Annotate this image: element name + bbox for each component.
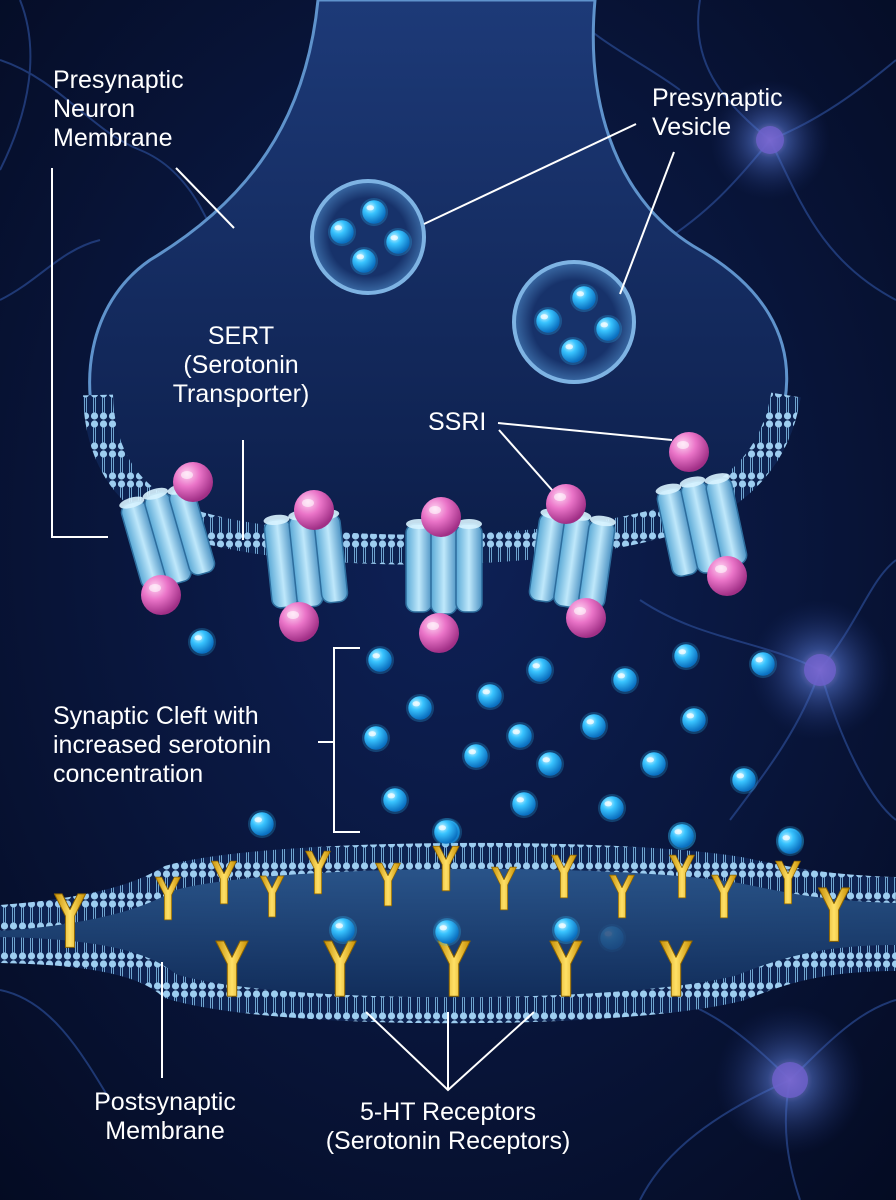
- label-5ht-receptors: 5-HT Receptors (Serotonin Receptors): [325, 1098, 571, 1155]
- bound-serotonin-molecule-icon: [551, 915, 581, 945]
- serotonin-molecule-icon: [361, 723, 391, 753]
- label-sert: SERT (Serotonin Transporter): [172, 322, 310, 408]
- serotonin-molecule-icon: [509, 789, 539, 819]
- vesicle-icon: [310, 179, 426, 295]
- serotonin-molecule-icon: [610, 665, 640, 695]
- vesicle-icon: [512, 260, 636, 384]
- leader-vesicle-2: [619, 151, 675, 295]
- serotonin-molecule-icon: [187, 627, 217, 657]
- leader-receptors: [365, 1011, 535, 1092]
- serotonin-molecule-icon: [247, 809, 277, 839]
- postsynaptic-membrane-bilayer-lower: [0, 937, 896, 1024]
- leader-lines: [51, 123, 675, 1092]
- bound-serotonin-molecule-icon: [667, 821, 697, 851]
- label-ssri: SSRI: [428, 408, 487, 436]
- label-presynaptic-membrane: Presynaptic Neuron Membrane: [53, 66, 184, 152]
- serotonin-molecule-icon: [461, 741, 491, 771]
- serotonin-molecule-icon: [671, 641, 701, 671]
- bound-serotonin-molecule-icon: [775, 827, 805, 857]
- serotonin-molecule-icon: [597, 793, 627, 823]
- leader-cleft: [318, 647, 360, 833]
- bound-serotonin-molecule-icon: [432, 917, 462, 947]
- serotonin-molecule-icon: [579, 711, 609, 741]
- leader-vesicle-1: [423, 123, 637, 225]
- label-postsynaptic-membrane: Postsynaptic Membrane: [94, 1088, 236, 1145]
- leader-ssri-2: [498, 429, 553, 491]
- serotonin-molecule-icon: [405, 693, 435, 723]
- label-synaptic-cleft: Synaptic Cleft with increased serotonin …: [53, 702, 272, 788]
- serotonin-molecule-icon: [525, 655, 555, 685]
- serotonin-molecule-icon: [380, 785, 410, 815]
- serotonin-molecule-icon: [535, 749, 565, 779]
- leader-presynaptic-membrane-top: [175, 167, 235, 229]
- postsynaptic-membrane-bilayer: [0, 842, 896, 931]
- label-presynaptic-vesicle: Presynaptic Vesicle: [652, 84, 783, 141]
- bound-serotonin-molecule-icon: [431, 817, 461, 847]
- serotonin-molecule-icon: [748, 649, 778, 679]
- serotonin-molecule-icon: [679, 705, 709, 735]
- leader-presynaptic-membrane: [51, 168, 108, 538]
- bound-serotonin-molecule-icon: [328, 915, 358, 945]
- serotonin-molecule-icon: [505, 721, 535, 751]
- leader-ssri-1: [497, 422, 673, 441]
- serotonin-molecule-icon: [639, 749, 669, 779]
- serotonin-molecule-icon: [729, 765, 759, 795]
- serotonin-molecule-icon: [365, 645, 395, 675]
- serotonin-molecule-icon: [475, 681, 505, 711]
- neuron-cell-icon: [710, 80, 890, 1155]
